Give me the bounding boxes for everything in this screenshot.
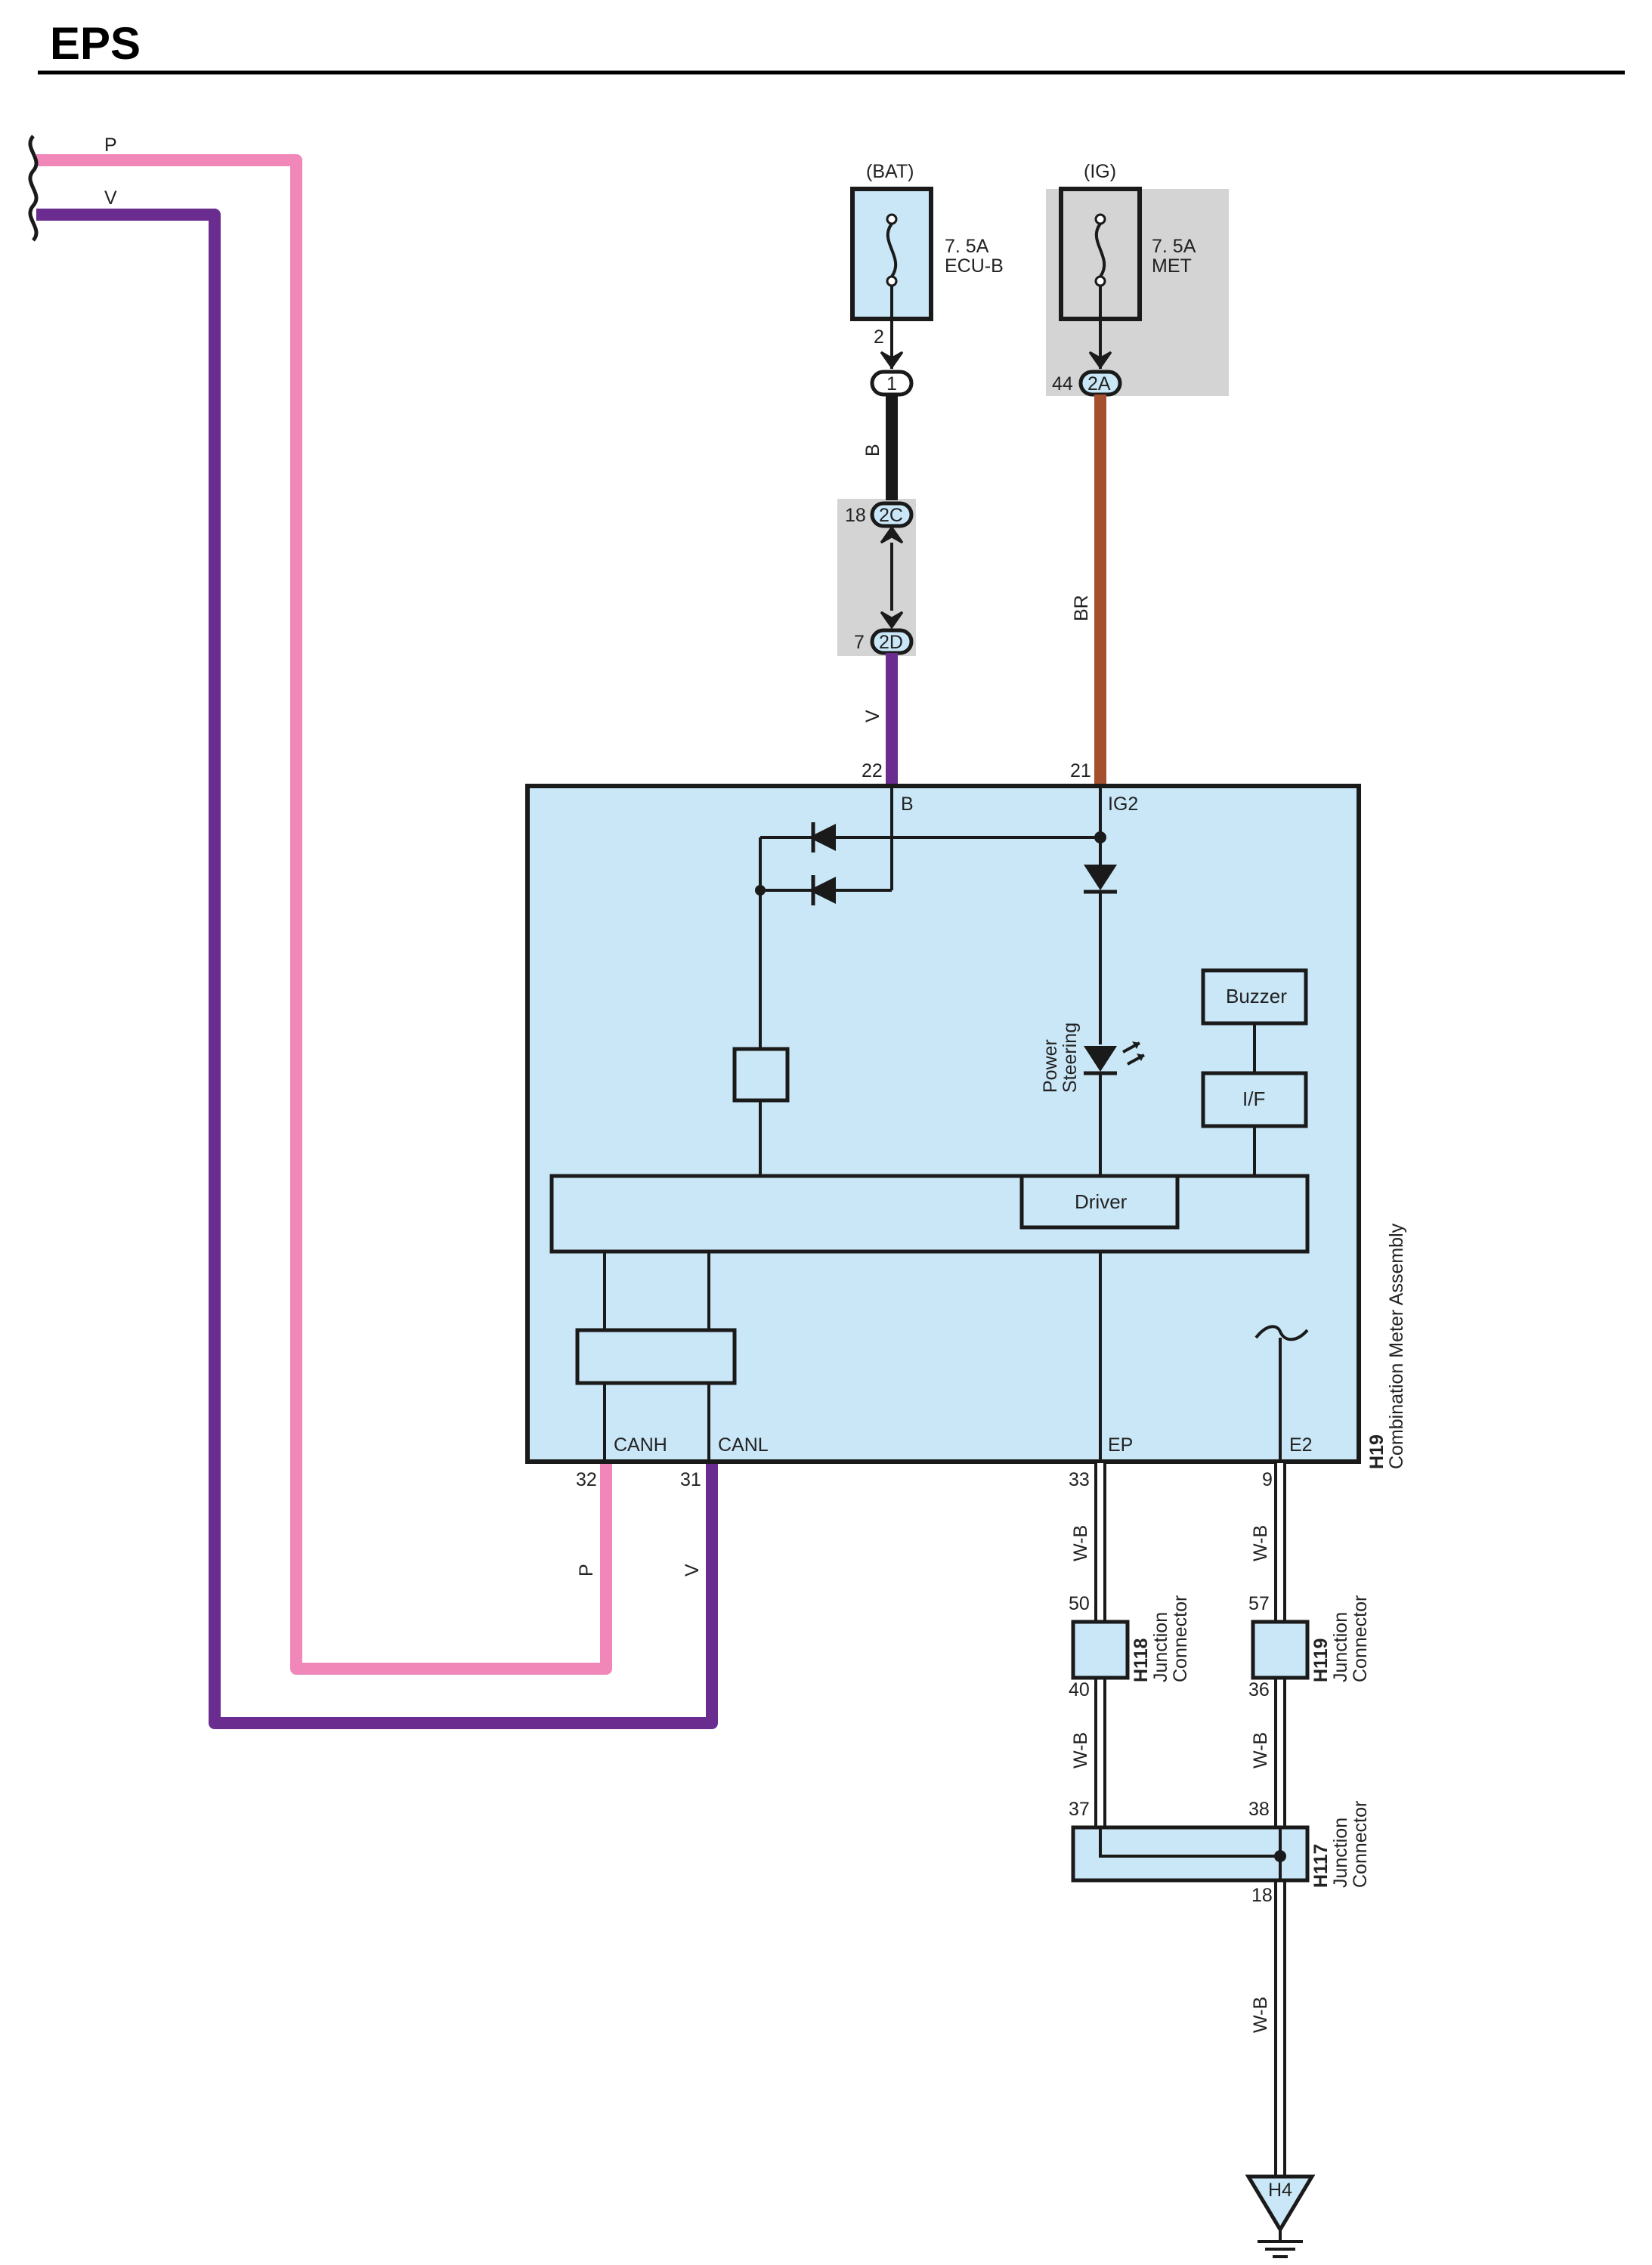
terminal-canl-pin: 31 (680, 1469, 701, 1490)
h117-line2: Connector (1350, 1801, 1371, 1888)
buzzer-block (1201, 968, 1308, 1026)
bat-fuse-name: ECU-B (945, 255, 1004, 277)
meter-name: Combination Meter Assembly (1386, 1223, 1407, 1469)
junction-2c-label: 2C (879, 505, 903, 526)
bat-fuse-pin: 2 (874, 326, 884, 348)
wire-wb-label-1: W-B (1070, 1525, 1091, 1561)
wire-p-stub-label: P (576, 1564, 597, 1577)
ig-fuse-pin: 44 (1052, 373, 1073, 395)
h118-pin-out: 40 (1069, 1679, 1090, 1700)
terminal-b-pin: 22 (862, 760, 883, 781)
ground-id: H4 (1268, 2180, 1292, 2201)
connector-arrow-icon (880, 525, 904, 544)
connector-2a-label: 2A (1087, 373, 1111, 395)
indicator-label-line2: Steering (1060, 1023, 1081, 1093)
internal-wiring (603, 786, 1282, 1462)
driver-bus-bar (549, 1174, 1310, 1254)
ig-fuse-name: MET (1152, 255, 1192, 277)
h117-pin-b: 38 (1248, 1799, 1270, 1820)
connector-arrow-icon (880, 351, 904, 370)
terminal-ig2-label: IG2 (1108, 794, 1138, 815)
h117-connector (1071, 1825, 1310, 1883)
ground-icon (1245, 2174, 1316, 2258)
h117-id: H117 (1310, 1844, 1332, 1888)
h118-line1: Junction (1150, 1612, 1171, 1682)
diode-icon (1084, 865, 1117, 894)
buzzer-label: Buzzer (1226, 985, 1287, 1007)
ig-fuse-rating: 7. 5A (1152, 236, 1196, 257)
terminal-ig2-pin: 21 (1070, 760, 1091, 781)
bat-source-label: (BAT) (866, 161, 914, 182)
h117-pin-out: 18 (1251, 1885, 1273, 1906)
terminal-ep-pin: 33 (1069, 1469, 1090, 1490)
junction-2d-label: 2D (879, 632, 903, 653)
wire-wb-label-4: W-B (1250, 1732, 1271, 1768)
page-title: EPS (50, 18, 141, 69)
h119-line1: Junction (1330, 1612, 1351, 1682)
driver-block (1019, 1174, 1180, 1230)
diode-icon (809, 875, 836, 905)
wire-wb-label-5: W-B (1250, 1997, 1271, 2033)
connector-arrow-icon (880, 611, 904, 630)
h119-pin-out: 36 (1248, 1679, 1270, 1700)
terminal-canl-label: CANL (718, 1434, 769, 1456)
junction-2c-pin: 18 (845, 505, 866, 526)
wire-br-label: BR (1071, 595, 1092, 621)
h118-id: H118 (1131, 1638, 1152, 1682)
indicator-label-line1: Power (1040, 1039, 1061, 1093)
if-block (1201, 1071, 1308, 1128)
wire-v-to-b-label: V (862, 710, 883, 723)
wire-p (36, 154, 612, 1675)
wire-v-label: V (104, 187, 117, 209)
meter-id: H19 (1366, 1434, 1387, 1469)
h117-pin-a: 37 (1069, 1799, 1090, 1820)
led-indicator-icon (1084, 1041, 1145, 1075)
wire-p-label: P (104, 135, 117, 156)
wire-wb-label-3: W-B (1070, 1732, 1091, 1768)
h119-connector (1251, 1620, 1310, 1680)
bat-fuse-rating: 7. 5A (945, 236, 989, 257)
h118-pin-in: 50 (1069, 1593, 1090, 1614)
tilde-icon (1254, 1325, 1309, 1341)
h117-internal-bridge (1099, 1827, 1280, 1858)
driver-label: Driver (1075, 1190, 1128, 1213)
wire-v-stub-label: V (682, 1564, 703, 1577)
if-label: I/F (1242, 1088, 1265, 1110)
h117-line1: Junction (1330, 1818, 1351, 1888)
wire-v (36, 209, 718, 1729)
terminal-e2-label: E2 (1289, 1434, 1313, 1456)
h119-line2: Connector (1350, 1595, 1371, 1682)
wire-wb-label-2: W-B (1250, 1525, 1271, 1561)
terminal-ep-label: EP (1108, 1434, 1133, 1456)
fuse-icon (1094, 213, 1106, 319)
h118-line2: Connector (1170, 1595, 1191, 1682)
internal-block-square (732, 1047, 790, 1103)
terminal-canh-pin: 32 (576, 1469, 597, 1490)
connector-1-label: 1 (886, 373, 897, 395)
junction-2d-pin: 7 (854, 632, 865, 653)
terminal-e2-pin: 9 (1262, 1469, 1273, 1490)
diode-icon (809, 822, 836, 852)
terminal-canh-label: CANH (614, 1434, 667, 1456)
can-transceiver-block (575, 1328, 737, 1385)
h119-id: H119 (1310, 1638, 1332, 1682)
wire-break-mark (28, 135, 39, 242)
h119-pin-in: 57 (1248, 1593, 1270, 1614)
junction-dot (755, 885, 766, 896)
ig-source-label: (IG) (1084, 161, 1116, 182)
terminal-b-label: B (901, 794, 914, 815)
h118-connector (1071, 1620, 1130, 1680)
junction-dot (1094, 831, 1106, 843)
fuse-icon (886, 213, 898, 319)
wire-b-label: B (862, 444, 883, 456)
connector-arrow-icon (1088, 351, 1112, 370)
